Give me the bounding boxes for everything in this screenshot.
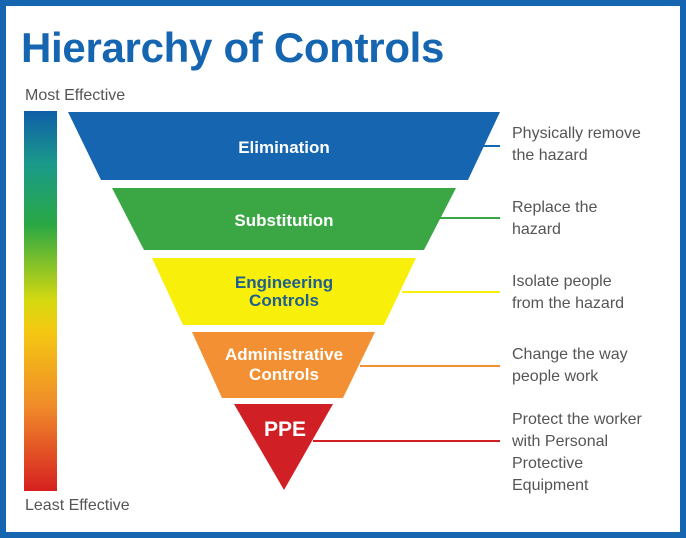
- description-line: the hazard: [512, 147, 588, 164]
- description-line: Isolate people: [512, 273, 612, 290]
- band-engineering: [152, 258, 416, 325]
- band-administrative: [192, 332, 375, 398]
- most-effective-label: Most Effective: [25, 87, 126, 104]
- description-line: hazard: [512, 221, 561, 238]
- description-ppe: Protect the worker with Personal Protect…: [512, 409, 677, 497]
- band-elimination: [68, 112, 500, 180]
- band-label-ppe: PPE: [264, 418, 306, 441]
- page-title: Hierarchy of Controls: [21, 24, 445, 71]
- effectiveness-gradient-bar: [24, 111, 57, 491]
- band-ppe: [234, 404, 333, 490]
- description-line: Physically remove: [512, 125, 641, 142]
- description-line: Equipment: [512, 477, 589, 494]
- description-line: people work: [512, 368, 599, 385]
- band-label-elimination: Elimination: [238, 138, 330, 157]
- description-line: Protect the worker: [512, 411, 642, 428]
- description-administrative: Change the way people work: [512, 344, 677, 388]
- description-line: from the hazard: [512, 295, 625, 312]
- description-line: Change the way: [512, 346, 628, 363]
- band-substitution: [112, 188, 456, 250]
- description-line: Replace the: [512, 199, 598, 216]
- description-line: with Personal: [512, 433, 609, 450]
- least-effective-label: Least Effective: [25, 497, 130, 514]
- description-elimination: Physically remove the hazard: [512, 123, 677, 167]
- description-engineering: Isolate people from the hazard: [512, 271, 677, 315]
- description-line: Protective: [512, 455, 584, 472]
- band-label-substitution: Substitution: [234, 211, 333, 230]
- description-substitution: Replace the hazard: [512, 197, 677, 241]
